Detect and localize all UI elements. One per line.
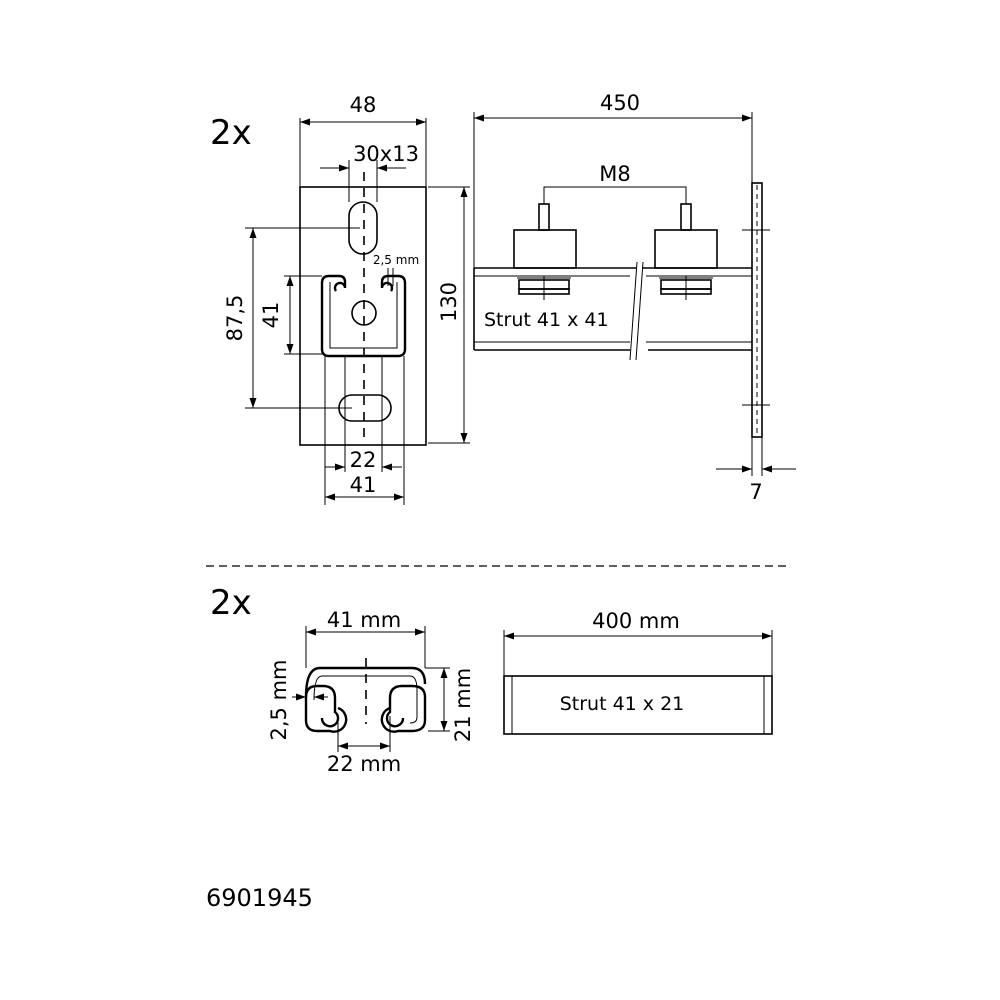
dim-bottom-gap-label: 22 mm	[327, 752, 401, 776]
bolt-2	[654, 203, 718, 300]
dim-plate-thickness-label: 7	[749, 480, 762, 504]
dimension-2-5-mm: 2,5 mm	[267, 660, 328, 741]
dimension-41-mm: 41 mm	[305, 608, 426, 668]
bolt-1	[513, 203, 577, 300]
dim-bottom-length-label: 400 mm	[592, 609, 680, 633]
dimension-87-5: 87,5	[223, 227, 360, 409]
base-plate-front-view	[299, 172, 427, 446]
bolt-label: M8	[599, 162, 630, 186]
dim-hole-spacing-label: 87,5	[223, 295, 247, 342]
dim-height-label: 130	[437, 282, 461, 322]
dim-slot-label: 30x13	[353, 142, 419, 166]
dimension-400-mm: 400 mm	[503, 609, 773, 676]
dimension-130: 130	[428, 186, 470, 444]
dim-thickness-top-label: 2,5 mm	[373, 253, 419, 267]
dimension-thickness-top: 2,5 mm	[373, 253, 419, 286]
dimension-21-mm: 21 mm	[425, 667, 475, 742]
dimension-48: 48	[299, 93, 427, 186]
dimension-7: 7	[716, 437, 796, 504]
dim-channel-height-label: 41	[259, 302, 283, 329]
dim-width-48-label: 48	[350, 93, 377, 117]
dimension-41-horizontal: 41	[324, 356, 405, 505]
dimension-450: 450	[473, 91, 753, 268]
dimension-22-mm: 22 mm	[327, 716, 401, 776]
dimension-41-vertical: 41	[259, 275, 322, 355]
dim-bottom-width-label: 41 mm	[327, 608, 401, 632]
dim-bottom-height-label: 21 mm	[451, 668, 475, 742]
dimension-slot: 30x13	[320, 142, 419, 202]
dim-bottom-thickness-label: 2,5 mm	[267, 660, 291, 741]
dimension-22: 22	[325, 356, 402, 472]
dim-length-label: 450	[600, 91, 640, 115]
dim-channel-width-label: 41	[350, 473, 377, 497]
strut-41x21-label: Strut 41 x 21	[560, 693, 685, 715]
channel-profile-41x21	[304, 658, 427, 733]
bolt-size-callout: M8	[543, 162, 687, 204]
strut-41-label: Strut 41 x 41	[484, 309, 609, 331]
strut-41x21-side-view: Strut 41 x 21	[503, 675, 773, 735]
article-number: 6901945	[206, 884, 313, 912]
top-quantity-label: 2x	[210, 113, 252, 153]
dim-slot-gap-label: 22	[350, 448, 377, 472]
bottom-quantity-label: 2x	[210, 583, 252, 623]
